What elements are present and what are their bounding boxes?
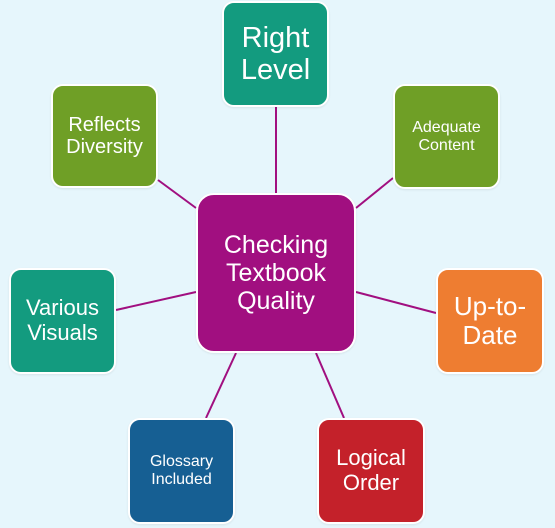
node-reflects-diversity: Reflects Diversity bbox=[51, 84, 158, 188]
node-adequate-content: Adequate Content bbox=[393, 84, 500, 189]
connector-logical-order bbox=[315, 352, 345, 419]
node-up-to-date-label: Up-to- Date bbox=[453, 290, 527, 350]
connector-up-to-date bbox=[355, 291, 437, 314]
node-reflects-diversity-label: Reflects Diversity bbox=[66, 113, 143, 158]
connector-various-visuals bbox=[115, 291, 197, 311]
node-various-visuals-label: Various Visuals bbox=[26, 295, 99, 345]
center-node-checking-textbook-quality: Checking Textbook Quality bbox=[196, 193, 356, 353]
node-glossary-included-label: Glossary Included bbox=[149, 453, 214, 488]
connector-reflects-diversity bbox=[157, 179, 197, 209]
node-logical-order-label: Logical Order bbox=[336, 445, 406, 495]
node-right-level: Right Level bbox=[222, 1, 329, 107]
center-node-label: Checking Textbook Quality bbox=[223, 231, 329, 315]
node-various-visuals: Various Visuals bbox=[9, 268, 116, 374]
connector-glossary-included bbox=[205, 352, 237, 419]
connector-adequate-content bbox=[355, 177, 394, 209]
node-logical-order: Logical Order bbox=[317, 418, 425, 524]
node-right-level-label: Right Level bbox=[240, 21, 311, 86]
node-adequate-content-label: Adequate Content bbox=[412, 118, 481, 154]
node-glossary-included: Glossary Included bbox=[128, 418, 235, 524]
node-up-to-date: Up-to- Date bbox=[436, 268, 544, 374]
